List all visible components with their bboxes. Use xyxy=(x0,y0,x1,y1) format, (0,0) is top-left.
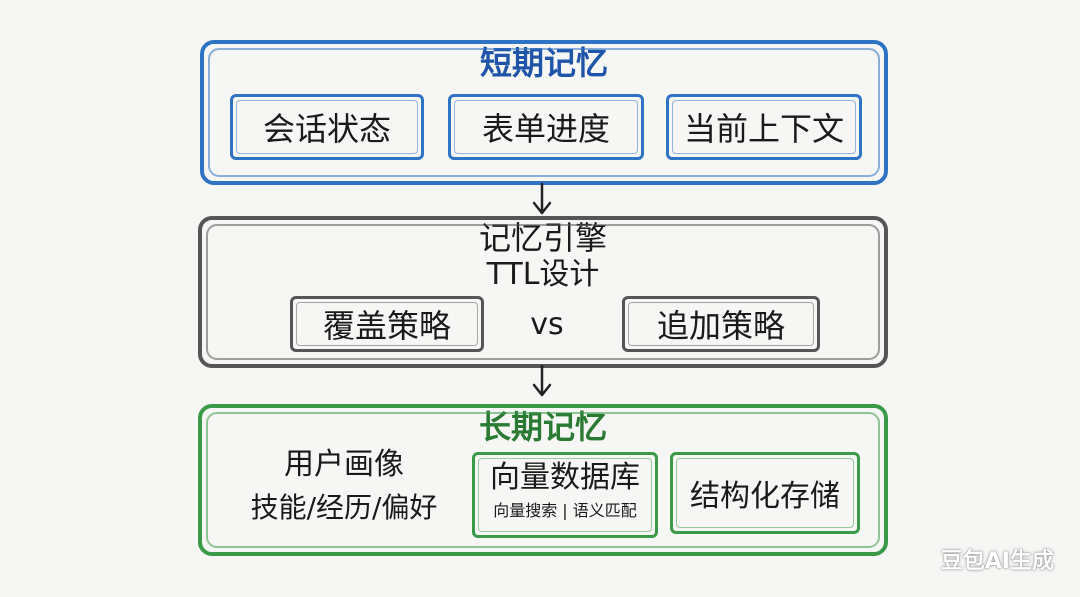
current-context-box: 当前上下文 xyxy=(666,94,862,160)
structured-storage-box: 结构化存储 xyxy=(670,452,860,534)
down-arrow-icon xyxy=(532,182,552,215)
overwrite-strategy-box: 覆盖策略 xyxy=(290,296,484,352)
user-profile-label: 用户画像 xyxy=(284,447,404,482)
watermark-text: 豆包AI生成 xyxy=(940,549,1054,574)
short-term-memory-title: 短期记忆 xyxy=(479,44,608,82)
short-term-memory-section: 短期记忆 会话状态 表单进度 当前上下文 xyxy=(200,40,888,185)
vector-db-box: 向量数据库 向量搜索 | 语义匹配 xyxy=(472,452,658,538)
form-progress-label: 表单进度 xyxy=(481,110,610,148)
user-profile-details: 技能/经历/偏好 xyxy=(250,491,438,524)
form-progress-box: 表单进度 xyxy=(448,94,644,160)
long-term-memory-title: 长期记忆 xyxy=(478,408,607,446)
vector-db-label: 向量数据库 xyxy=(490,460,640,495)
memory-engine-title: 记忆引擎 xyxy=(478,219,607,257)
append-strategy-label: 追加策略 xyxy=(656,307,785,345)
down-arrow-icon xyxy=(532,364,552,397)
append-strategy-box: 追加策略 xyxy=(622,296,820,352)
vector-db-subtitle: 向量搜索 | 语义匹配 xyxy=(493,501,637,520)
session-state-box: 会话状态 xyxy=(230,94,424,160)
overwrite-strategy-label: 覆盖策略 xyxy=(322,307,451,345)
memory-engine-section: 记忆引擎 TTL设计 覆盖策略 vs 追加策略 xyxy=(198,216,888,368)
long-term-memory-section: 长期记忆 用户画像 技能/经历/偏好 向量数据库 向量搜索 | 语义匹配 结构化… xyxy=(198,404,888,556)
ttl-design-subtitle: TTL设计 xyxy=(486,257,600,292)
current-context-label: 当前上下文 xyxy=(683,110,844,148)
versus-label: vs xyxy=(530,307,564,342)
structured-storage-label: 结构化存储 xyxy=(690,479,840,514)
session-state-label: 会话状态 xyxy=(262,110,391,148)
